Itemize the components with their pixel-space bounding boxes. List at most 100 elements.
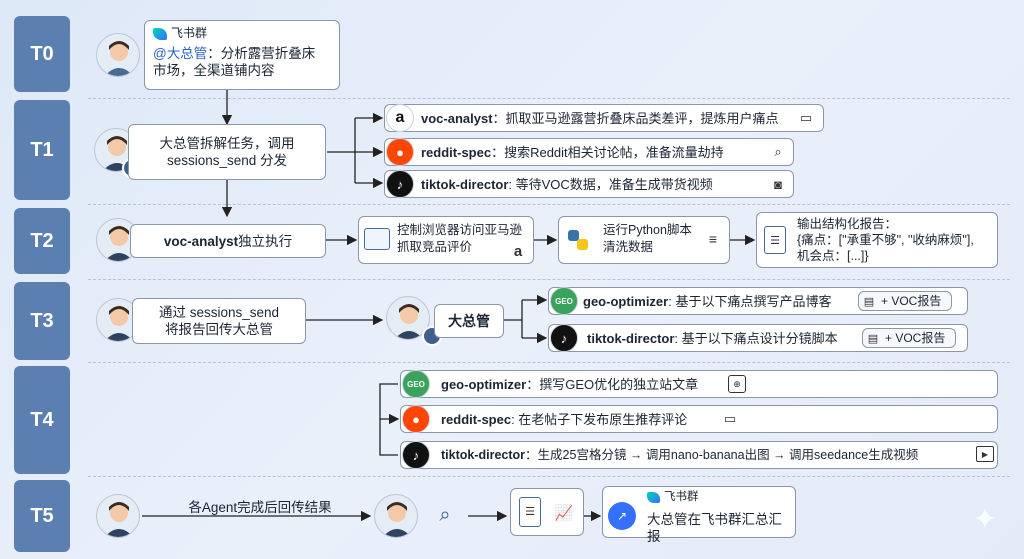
feishu-app-name: 飞书群: [171, 26, 208, 40]
agent-text: ：撰写GEO优化的独立站文章: [526, 377, 699, 392]
agent-name: reddit-spec: [421, 145, 492, 160]
agent-name: voc-analyst: [421, 111, 493, 126]
timeline-t3: T3: [14, 282, 70, 360]
browser-icon: [364, 228, 390, 250]
agent-name: tiktok-director: [441, 448, 526, 462]
script-icon: ▤: [867, 332, 879, 345]
voc-report-tag: + VOC报告: [862, 328, 956, 348]
feishu-app-name: 飞书群: [664, 491, 699, 503]
feishu-header: 飞书群: [647, 489, 789, 506]
reddit-logo-icon: ●: [402, 405, 430, 433]
agent-text: : 基于以下痛点设计分镜脚本: [674, 331, 838, 346]
agent-name: reddit-spec: [441, 412, 512, 427]
send-line1: 通过 sessions_send: [158, 305, 280, 320]
t3-send-box: 通过 sessions_send 将报告回传大总管: [132, 298, 306, 344]
agent-name: geo-optimizer: [583, 294, 669, 309]
step1-line1: 控制浏览器访问亚马逊: [397, 223, 523, 237]
feishu-header: 飞书群: [153, 25, 331, 42]
boss-avatar: [374, 494, 418, 538]
t1-task-line1: 大总管拆解任务，调用: [159, 136, 295, 151]
step1-line2: 抓取竞品评价: [397, 240, 473, 254]
t5-return-label: 各Agent完成后回传结果: [188, 500, 332, 515]
separator: [88, 279, 1010, 280]
t0-message: @大总管：分析露营折叠床 市场，全渠道铺内容: [153, 45, 331, 79]
t4-task-row: tiktok-director：生成25宫格分镜 → 调用nano-banana…: [400, 441, 998, 469]
database-icon: ≡: [708, 231, 718, 247]
t0-message-line2: 市场，全渠道铺内容: [153, 63, 275, 78]
amazon-small-icon: a: [513, 242, 523, 260]
step2-line2: 清洗数据: [603, 240, 654, 254]
tiktok-logo-icon: ♪: [550, 324, 578, 352]
timeline-t0: T0: [14, 16, 70, 92]
exec-agent-name: voc-analyst: [163, 233, 239, 249]
report-line3: 机会点：[...]}: [797, 249, 869, 263]
amazon-logo-icon: a: [386, 104, 414, 132]
geo-logo-icon: GEO: [402, 370, 430, 398]
voc-tag-text: + VOC报告: [881, 294, 942, 308]
browser-icon: ⊕: [728, 375, 746, 393]
boss-label: 大总管: [448, 312, 490, 329]
feishu-icon: [153, 27, 167, 40]
t1-task-line2: sessions_send 分发: [166, 153, 288, 168]
separator: [88, 476, 1010, 477]
exec-text: 独立执行: [238, 233, 293, 249]
report-line1: 输出结构化报告：: [797, 217, 898, 231]
tiktok-logo-icon: ♪: [402, 441, 430, 469]
video-icon: ▶: [976, 446, 994, 462]
agent-name: tiktok-director: [421, 177, 509, 192]
t0-message-line1: ：分析露营折叠床: [207, 46, 316, 61]
voc-report-tag: + VOC报告: [858, 291, 952, 311]
step2-line1: 运行Python脚本: [603, 223, 692, 237]
user-avatar: [96, 33, 140, 77]
comment-icon: ▭: [799, 110, 813, 125]
agent-text: : 在老帖子下发布原生推荐评论: [511, 412, 688, 427]
t5-analytics-box: ☰ 📈: [510, 488, 584, 536]
chart-icon: 📈: [554, 504, 574, 522]
mention-text: @大总管: [153, 46, 208, 61]
agent-name: geo-optimizer: [441, 377, 527, 392]
timeline-t2: T2: [14, 208, 70, 274]
t1-task-box: 大总管拆解任务，调用 sessions_send 分发: [128, 124, 326, 180]
final-summary-text: 大总管在飞书群汇总汇报: [647, 512, 782, 544]
boss-label-box: 大总管: [434, 304, 504, 338]
send-line2: 将报告回传大总管: [165, 322, 273, 337]
t1-agent-row: voc-analyst：抓取亚马逊露营折叠床品类差评，提炼用户痛点: [384, 104, 824, 132]
voc-tag-text: + VOC报告: [885, 331, 946, 345]
t4-task-row: geo-optimizer：撰写GEO优化的独立站文章: [400, 370, 998, 398]
sparkle-icon: ✦: [972, 502, 998, 536]
timeline-t5: T5: [14, 480, 70, 552]
t1-agent-row: reddit-spec：搜索Reddit相关讨论帖，准备流量劫持: [384, 138, 794, 166]
document-icon: ☰: [519, 497, 541, 527]
agent-text: ：生成25宫格分镜 → 调用nano-banana出图 → 调用seedance…: [525, 448, 919, 462]
reddit-logo-icon: ●: [386, 138, 414, 166]
t2-report-box: 输出结构化报告： {痛点：["承重不够", "收纳麻烦"], 机会点：[...]…: [756, 212, 998, 268]
camera-icon: ◙: [774, 176, 782, 192]
tiktok-logo-icon: ♪: [386, 170, 414, 198]
agent-text: : 等待VOC数据，准备生成带货视频: [508, 177, 713, 192]
search-icon: ⌕: [774, 144, 782, 159]
timeline-t1: T1: [14, 100, 70, 200]
feishu-icon: [647, 492, 660, 503]
document-icon: ▤: [863, 295, 875, 308]
agent-text: ：抓取亚马逊露营折叠床品类差评，提炼用户痛点: [492, 111, 779, 126]
t0-message-card: 飞书群 @大总管：分析露营折叠床 市场，全渠道铺内容: [144, 20, 340, 90]
comment-icon: ▭: [723, 411, 737, 426]
separator: [88, 98, 1010, 99]
t1-agent-row: tiktok-director: 等待VOC数据，准备生成带货视频: [384, 170, 794, 198]
separator: [88, 362, 1010, 363]
t4-task-row: reddit-spec: 在老帖子下发布原生推荐评论: [400, 405, 998, 433]
t2-exec-box: voc-analyst 独立执行: [130, 224, 326, 258]
report-line2: {痛点：["承重不够", "收纳麻烦"],: [797, 233, 974, 247]
report-search-icon: ⌕: [439, 503, 451, 526]
agent-text: ：搜索Reddit相关讨论帖，准备流量劫持: [491, 145, 724, 160]
trend-icon: ↗: [608, 502, 636, 530]
document-icon: ☰: [764, 226, 786, 254]
python-icon: [564, 226, 592, 254]
agent-name: tiktok-director: [587, 331, 675, 346]
geo-logo-icon: GEO: [550, 287, 578, 315]
agent-avatar: [96, 494, 140, 538]
separator: [88, 204, 1010, 205]
timeline-t4: T4: [14, 366, 70, 474]
agent-text: : 基于以下痛点撰写产品博客: [668, 294, 832, 309]
